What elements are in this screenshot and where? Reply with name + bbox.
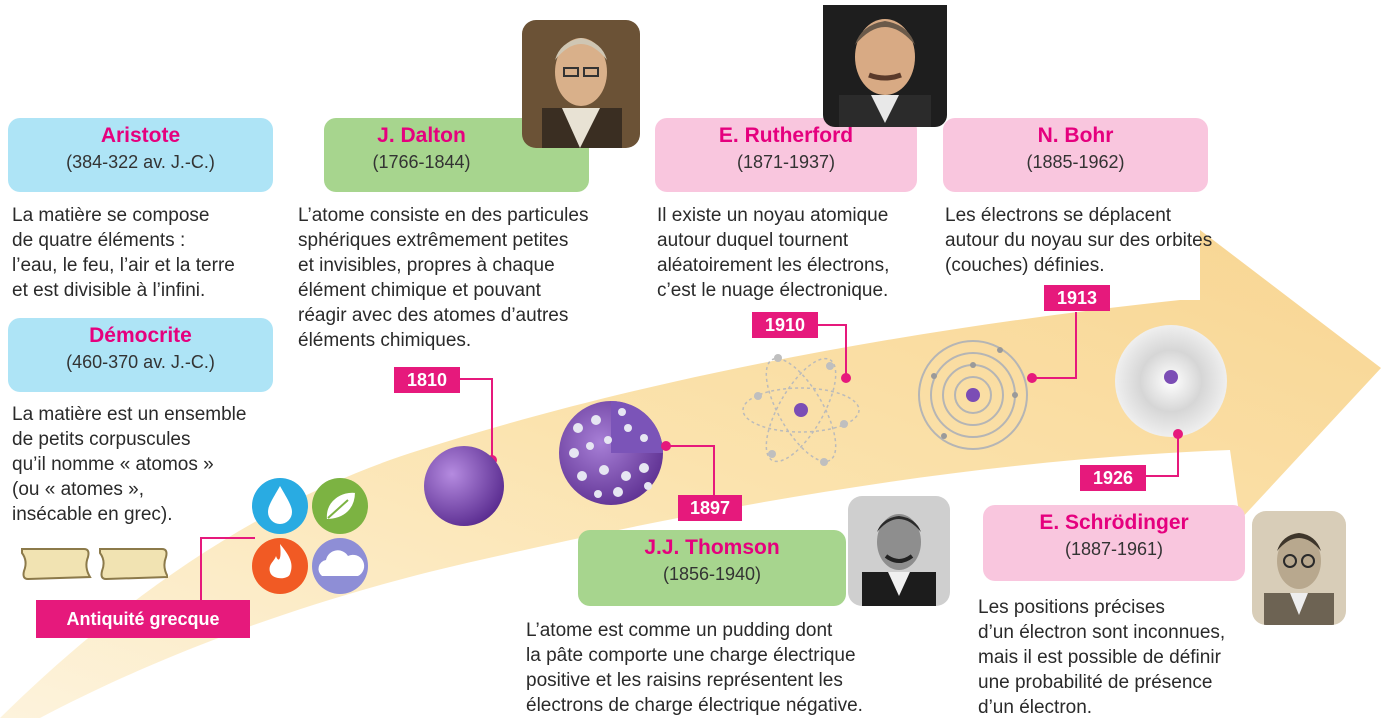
scientist-dates-thomson: (1856-1940) <box>662 564 762 584</box>
description-schrodinger: Les positions précises d’un électron son… <box>978 597 1226 718</box>
fire-icon <box>252 538 308 594</box>
period-label: Antiquité grecque <box>36 600 250 638</box>
cloud-icon <box>312 538 368 594</box>
scientist-dates-bohr: (1885-1962) <box>1026 152 1125 172</box>
portrait-rutherford <box>823 5 947 127</box>
period-connector <box>200 537 255 600</box>
year-badge-thomson: 1897 <box>678 495 742 521</box>
bohr-atom-model <box>918 340 1028 450</box>
dalton-atom-model <box>424 446 504 526</box>
scientist-name-bohr: N. Bohr <box>1037 124 1114 147</box>
scientist-name-thomson: J.J. Thomson <box>644 536 780 559</box>
scientist-dates-aristote: (384-322 av. J.-C.) <box>66 152 215 172</box>
description-dalton: L’atome consiste en des particules sphér… <box>298 205 589 351</box>
description-rutherford: Il existe un noyau atomique autour duque… <box>657 205 890 301</box>
scientist-name-democrite: Démocrite <box>89 324 192 347</box>
portrait-dalton <box>522 20 640 148</box>
scientist-dates-schrodinger: (1887-1961) <box>1064 539 1164 559</box>
schrodinger-cloud-model <box>1115 325 1227 437</box>
scientist-dates-dalton: (1766-1844) <box>372 152 471 172</box>
thomson-pudding-model <box>559 401 663 505</box>
leaf-icon <box>312 478 368 534</box>
name-box-dalton: J. Dalton (1766-1844) <box>324 118 589 192</box>
year-badge-dalton: 1810 <box>394 367 460 393</box>
thomson-connector <box>661 441 715 496</box>
description-aristote: La matière se compose de quatre éléments… <box>12 205 235 301</box>
portrait-schrodinger <box>1252 511 1346 625</box>
year-badge-rutherford: 1910 <box>752 312 818 338</box>
description-democrite: La matière est un ensemble de petits cor… <box>12 404 247 525</box>
scientist-name-aristote: Aristote <box>100 124 181 147</box>
scientist-dates-rutherford: (1871-1937) <box>736 152 836 172</box>
schrodinger-connector <box>1140 429 1183 477</box>
bohr-connector <box>1027 312 1077 383</box>
name-box-democrite: Démocrite (460-370 av. J.-C.) <box>8 318 273 392</box>
name-box-aristote: Aristote (384-322 av. J.-C.) <box>8 118 273 192</box>
description-bohr: Les électrons se déplacent autour du noy… <box>945 205 1213 276</box>
year-badge-bohr: 1913 <box>1044 285 1110 311</box>
scroll-icon <box>21 548 168 581</box>
name-box-rutherford: E. Rutherford (1871-1937) <box>655 118 917 192</box>
description-thomson: L’atome est comme un pudding dont la pât… <box>526 620 863 716</box>
scientist-dates-democrite: (460-370 av. J.-C.) <box>66 352 215 372</box>
water-drop-icon <box>252 478 308 534</box>
name-box-schrodinger: E. Schrödinger (1887-1961) <box>983 505 1245 581</box>
name-box-bohr: N. Bohr (1885-1962) <box>943 118 1208 192</box>
name-box-thomson: J.J. Thomson (1856-1940) <box>578 530 846 606</box>
arrow-body <box>0 230 1381 718</box>
rutherford-connector <box>818 324 851 383</box>
scientist-name-schrodinger: E. Schrödinger <box>1039 511 1189 534</box>
year-badge-schrodinger: 1926 <box>1080 465 1146 491</box>
scientist-name-dalton: J. Dalton <box>377 124 466 147</box>
portrait-thomson <box>848 496 950 606</box>
rutherford-atom-model <box>742 354 860 466</box>
scientist-name-rutherford: E. Rutherford <box>718 124 854 147</box>
four-elements <box>252 478 368 594</box>
